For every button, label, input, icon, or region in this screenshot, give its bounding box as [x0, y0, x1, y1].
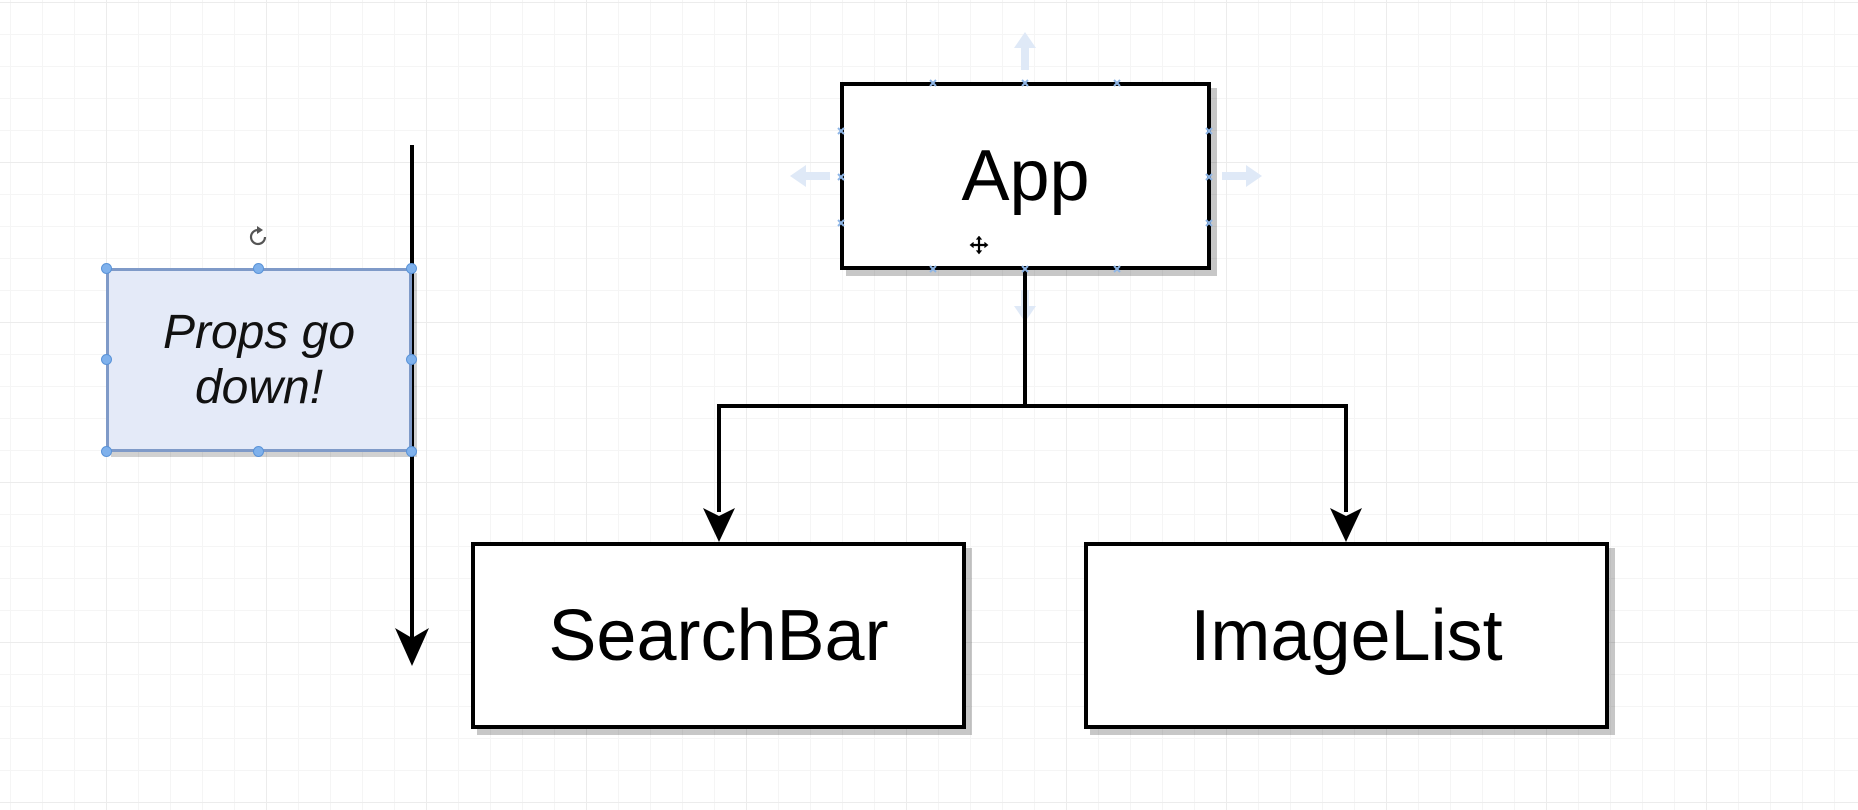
resize-handle-bottom-right[interactable]: [406, 446, 417, 457]
props-direction-arrow[interactable]: [395, 145, 429, 666]
resize-handle-right[interactable]: [406, 354, 417, 365]
resize-handle-top-right[interactable]: [406, 263, 417, 274]
resize-handle-top[interactable]: [253, 263, 264, 274]
edge-to-imagelist[interactable]: [1330, 404, 1362, 542]
resize-handle-bottom[interactable]: [253, 446, 264, 457]
rotate-icon[interactable]: [245, 224, 271, 250]
app-node-label: App: [961, 136, 1090, 216]
imagelist-node-label: ImageList: [1190, 595, 1503, 676]
edge-to-searchbar[interactable]: [703, 404, 735, 542]
edge-app-to-children[interactable]: [717, 270, 1347, 408]
searchbar-node-label: SearchBar: [548, 595, 889, 676]
imagelist-node[interactable]: ImageList: [1084, 542, 1609, 729]
resize-handle-bottom-left[interactable]: [101, 446, 112, 457]
move-cursor-icon: [968, 234, 990, 256]
resize-handle-top-left[interactable]: [101, 263, 112, 274]
searchbar-node[interactable]: SearchBar: [471, 542, 966, 729]
app-node[interactable]: App: [840, 82, 1211, 270]
resize-handle-left[interactable]: [101, 354, 112, 365]
